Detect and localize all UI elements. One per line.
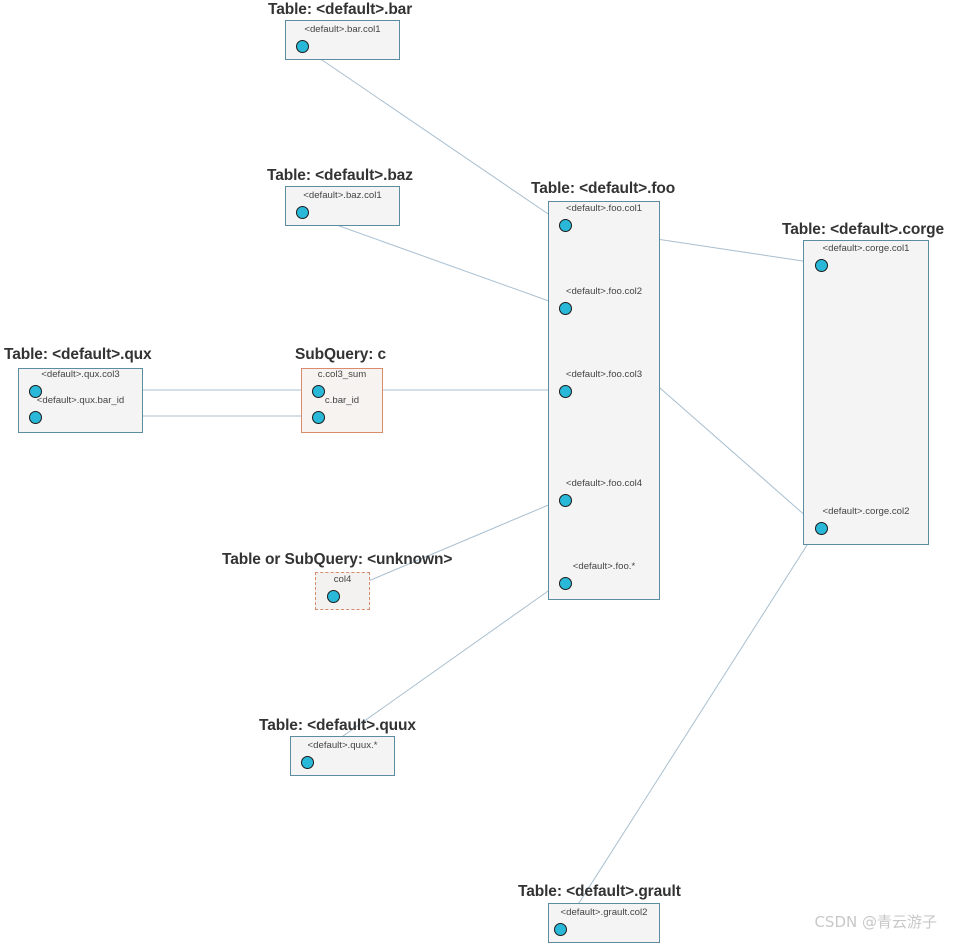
column-label: <default>.foo.col2 — [565, 286, 643, 297]
column-dot-icon[interactable] — [553, 922, 567, 936]
column-label: <default>.foo.col1 — [565, 203, 643, 214]
column-dot-icon[interactable] — [558, 493, 572, 507]
column-label: c.bar_id — [324, 395, 360, 406]
column-dot-icon[interactable] — [295, 205, 309, 219]
column-label: <default>.foo.col4 — [565, 478, 643, 489]
column-label: <default>.foo.col3 — [565, 369, 643, 380]
node-foo[interactable]: <default>.foo.col1 <default>.foo.col2 <def… — [548, 201, 660, 600]
node-title-grault: Table: <default>.grault — [518, 883, 681, 900]
node-corge[interactable]: <default>.corge.col1 <default>.corge.col2 — [803, 240, 929, 545]
lineage-edge-7 — [339, 500, 559, 594]
column-dot-icon[interactable] — [814, 258, 828, 272]
column-dot-icon[interactable] — [300, 755, 314, 769]
column-dot-icon[interactable] — [326, 589, 340, 603]
column-dot-icon[interactable] — [558, 576, 572, 590]
column-dot-icon[interactable] — [28, 384, 42, 398]
node-baz[interactable]: <default>.baz.col1 — [285, 186, 400, 226]
node-grault[interactable]: <default>.grault.col2 — [548, 903, 660, 943]
column-dot-icon[interactable] — [558, 384, 572, 398]
node-unknown[interactable]: col4 — [315, 572, 370, 610]
node-title-corge: Table: <default>.corge — [782, 221, 945, 238]
lineage-edge-1 — [302, 212, 561, 306]
column-label: <default>.corge.col2 — [822, 506, 910, 517]
node-subquery_c[interactable]: c.col3_sum c.bar_id — [301, 368, 383, 433]
column-label: col4 — [333, 574, 352, 585]
column-dot-icon[interactable] — [558, 218, 572, 232]
node-bar[interactable]: <default>.bar.col1 — [285, 20, 400, 60]
column-dot-icon[interactable] — [28, 410, 42, 424]
node-title-subquery_c: SubQuery: c — [295, 346, 387, 363]
column-dot-icon[interactable] — [311, 410, 325, 424]
column-dot-icon[interactable] — [558, 301, 572, 315]
column-label: <default>.qux.bar_id — [36, 395, 125, 406]
column-label: <default>.qux.col3 — [41, 369, 120, 380]
watermark: CSDN @青云游子 — [814, 913, 937, 931]
column-label: <default>.grault.col2 — [560, 907, 648, 918]
column-label: c.col3_sum — [317, 369, 367, 380]
column-label: <default>.bar.col1 — [304, 24, 381, 35]
node-title-unknown: Table or SubQuery: <unknown> — [222, 551, 453, 568]
lineage-edges — [42, 46, 817, 926]
node-title-quux: Table: <default>.quux — [259, 717, 416, 734]
column-dot-icon[interactable] — [295, 39, 309, 53]
column-label: <default>.quux.* — [307, 740, 378, 751]
node-title-baz: Table: <default>.baz — [267, 167, 413, 184]
column-label: <default>.baz.col1 — [303, 190, 382, 201]
node-title-foo: Table: <default>.foo — [531, 180, 676, 197]
column-dot-icon[interactable] — [311, 384, 325, 398]
column-label: <default>.foo.* — [572, 561, 636, 572]
node-qux[interactable]: <default>.qux.col3 <default>.qux.bar_id — [18, 368, 143, 433]
column-dot-icon[interactable] — [814, 521, 828, 535]
node-title-qux: Table: <default>.qux — [4, 346, 152, 363]
column-label: <default>.corge.col1 — [822, 243, 910, 254]
node-title-bar: Table: <default>.bar — [268, 1, 413, 18]
node-quux[interactable]: <default>.quux.* — [290, 736, 395, 776]
